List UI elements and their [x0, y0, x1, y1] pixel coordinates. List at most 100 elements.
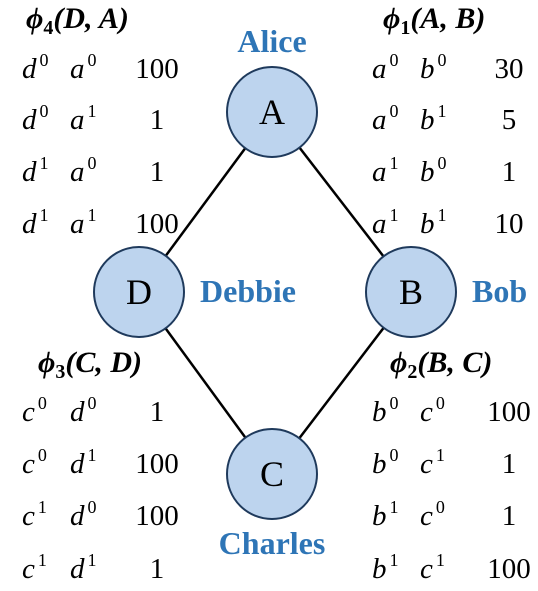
variable-name: c: [420, 448, 433, 480]
node-circle-c: [226, 428, 318, 520]
factor-value: 100: [487, 553, 531, 585]
node-circle-a: [226, 66, 318, 158]
variable-name: d: [70, 553, 85, 585]
factor-title-phi4: ϕ4(D, A): [26, 2, 129, 39]
variable-state: 0: [436, 393, 445, 413]
variable-state: 0: [390, 101, 399, 121]
variable-name: a: [372, 156, 387, 188]
node-circle-d: [93, 246, 185, 338]
factor-value: 1: [150, 396, 165, 428]
variable-state: 1: [390, 153, 399, 173]
variable-state: 1: [38, 497, 47, 517]
variable-name: d: [70, 500, 85, 532]
variable-name: d: [22, 156, 37, 188]
variable-state: 1: [88, 550, 97, 570]
variable-state: 0: [390, 445, 399, 465]
factor-value: 1: [502, 156, 517, 188]
variable-name: a: [70, 156, 85, 188]
factor-value: 100: [135, 53, 179, 85]
variable-state: 0: [438, 50, 447, 70]
variable-state: 1: [438, 205, 447, 225]
person-label-d: Debbie: [200, 273, 296, 309]
variable-state: 1: [390, 550, 399, 570]
variable-state: 1: [436, 550, 445, 570]
node-circle-b: [365, 246, 457, 338]
factor-value: 1: [502, 448, 517, 480]
variable-name: b: [420, 156, 435, 188]
variable-name: d: [22, 208, 37, 240]
factor-value: 5: [502, 104, 517, 136]
variable-name: c: [22, 553, 35, 585]
variable-name: d: [22, 104, 37, 136]
variable-state: 0: [88, 153, 97, 173]
variable-name: a: [70, 53, 85, 85]
variable-name: a: [372, 104, 387, 136]
variable-state: 1: [438, 101, 447, 121]
variable-name: d: [70, 396, 85, 428]
variable-state: 1: [88, 445, 97, 465]
variable-state: 1: [436, 445, 445, 465]
factor-subscript: 4: [43, 17, 53, 39]
variable-name: b: [420, 208, 435, 240]
variable-state: 0: [438, 153, 447, 173]
variable-state: 1: [88, 101, 97, 121]
node-letter-c: C: [260, 454, 284, 494]
variable-name: b: [372, 500, 387, 532]
factor-value: 1: [150, 553, 165, 585]
person-label-a: Alice: [237, 23, 306, 59]
variable-name: c: [22, 500, 35, 532]
variable-state: 0: [390, 50, 399, 70]
factor-value: 10: [495, 208, 524, 240]
variable-state: 0: [38, 445, 47, 465]
variable-state: 0: [436, 497, 445, 517]
variable-name: c: [420, 553, 433, 585]
variable-name: b: [420, 104, 435, 136]
factor-args: (C, D): [65, 346, 142, 379]
factor-value: 100: [135, 448, 179, 480]
variable-state: 0: [390, 393, 399, 413]
node-letter-d: D: [126, 272, 152, 312]
factor-symbol: ϕ: [383, 2, 400, 35]
variable-state: 1: [88, 205, 97, 225]
factor-subscript: 2: [407, 361, 417, 383]
variable-state: 1: [38, 550, 47, 570]
factor-symbol: ϕ: [390, 346, 407, 379]
